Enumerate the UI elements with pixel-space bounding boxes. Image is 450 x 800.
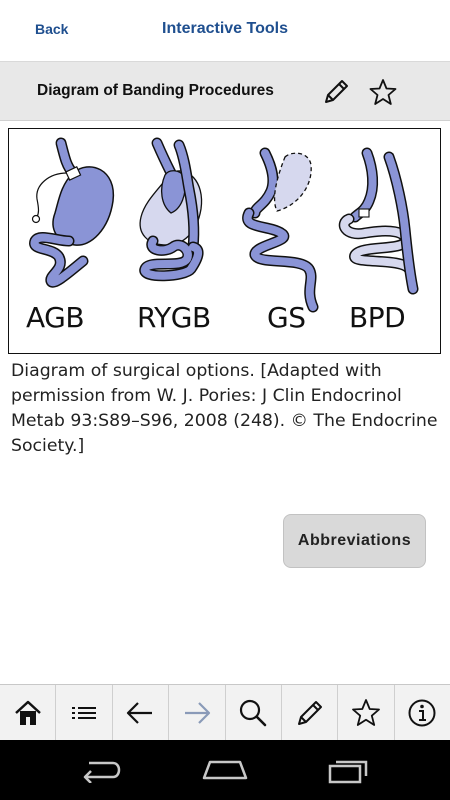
list-icon	[72, 707, 97, 719]
star-icon	[352, 699, 380, 726]
bookmark-button[interactable]	[368, 77, 398, 107]
info-icon	[408, 699, 436, 727]
abbreviations-button[interactable]: Abbreviations	[283, 514, 426, 568]
star-icon	[369, 79, 397, 105]
system-nav-bar	[0, 740, 450, 800]
contents-button[interactable]	[56, 685, 113, 741]
home-button[interactable]	[0, 685, 57, 741]
home-icon	[202, 760, 248, 780]
label-gs: GS	[267, 301, 306, 334]
surgery-illustration	[29, 137, 419, 313]
system-recents-button[interactable]	[318, 750, 378, 790]
section-title: Diagram of Banding Procedures	[37, 82, 274, 99]
label-bpd: BPD	[349, 301, 406, 334]
top-bar: Back Interactive Tools	[0, 0, 450, 61]
next-button[interactable]	[169, 685, 226, 741]
label-agb: AGB	[26, 301, 85, 334]
search-icon	[240, 699, 267, 727]
agb-drawing	[29, 137, 115, 288]
edit-note-button[interactable]	[321, 77, 351, 107]
rygb-drawing	[139, 137, 204, 282]
figure-caption: Diagram of surgical options. [Adapted wi…	[11, 361, 438, 456]
arrow-left-icon	[127, 702, 153, 724]
surgery-diagram: AGB RYGB GS BPD	[8, 128, 441, 354]
home-icon	[14, 700, 41, 725]
pencil-icon	[325, 80, 348, 103]
favorites-button[interactable]	[338, 685, 395, 741]
system-back-button[interactable]	[72, 750, 132, 790]
system-home-button[interactable]	[195, 750, 255, 790]
page-title: Interactive Tools	[162, 20, 288, 37]
back-icon	[83, 761, 120, 783]
info-button[interactable]	[395, 685, 450, 741]
back-button[interactable]: Back	[35, 21, 69, 37]
label-rygb: RYGB	[137, 301, 211, 334]
section-header: Diagram of Banding Procedures	[0, 61, 450, 121]
bottom-toolbar	[0, 684, 450, 741]
bpd-drawing	[338, 147, 419, 295]
gs-drawing	[242, 147, 319, 313]
pencil-icon	[297, 701, 322, 725]
arrow-right-icon	[184, 702, 210, 724]
recents-icon	[329, 760, 368, 784]
previous-button[interactable]	[113, 685, 170, 741]
notes-button[interactable]	[282, 685, 339, 741]
search-button[interactable]	[226, 685, 282, 741]
